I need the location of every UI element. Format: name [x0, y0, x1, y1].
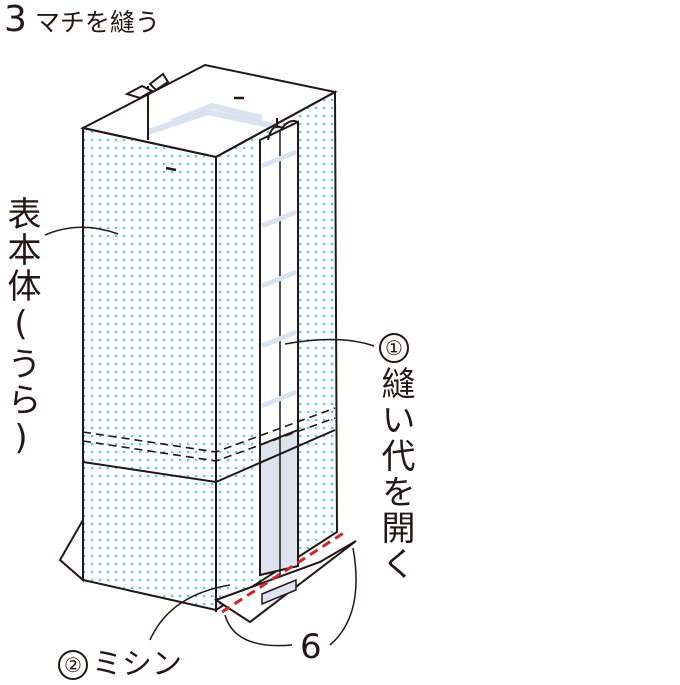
seam-allowance-panel-lower — [259, 428, 299, 577]
bottom-gusset-triangle — [213, 540, 357, 624]
handle-tab-left — [124, 84, 155, 100]
leader-sew — [149, 584, 231, 641]
step-number: 3 — [4, 0, 27, 40]
leader-measure-right — [329, 547, 357, 646]
open-seam-number-row: ① — [379, 333, 409, 363]
step-title: マチを縫う — [34, 8, 160, 37]
body-outer-label: 表本体(うら) — [1, 196, 41, 460]
handle-tab-right — [148, 72, 170, 92]
step-heading: 3 マチを縫う — [4, 0, 160, 40]
bottom-gusset-shade — [261, 578, 297, 606]
bottom-fold-line — [82, 429, 336, 484]
leader-open-seam — [284, 338, 375, 347]
dashed-stitch-1 — [82, 407, 336, 453]
step-marker-2: ② — [58, 650, 88, 680]
measure-label: 6 — [300, 627, 322, 667]
lining-stripes-panel — [261, 149, 297, 409]
lining-stripes-top — [147, 102, 284, 135]
bag-front-face — [82, 126, 217, 612]
step-marker-1: ① — [379, 333, 409, 363]
center-mark-front — [165, 166, 177, 172]
open-seam-label: 縫い代を開く — [375, 366, 415, 582]
bottom-flap-left — [58, 516, 84, 583]
sewing-line — [221, 530, 346, 614]
sew-label-row: ② ミシン — [58, 648, 182, 682]
leader-body-label — [44, 226, 119, 236]
dashed-stitch-2 — [82, 417, 336, 462]
sew-label: ミシン — [92, 647, 182, 682]
seam-allowance-curl — [267, 119, 299, 141]
leader-measure-left — [224, 614, 293, 647]
